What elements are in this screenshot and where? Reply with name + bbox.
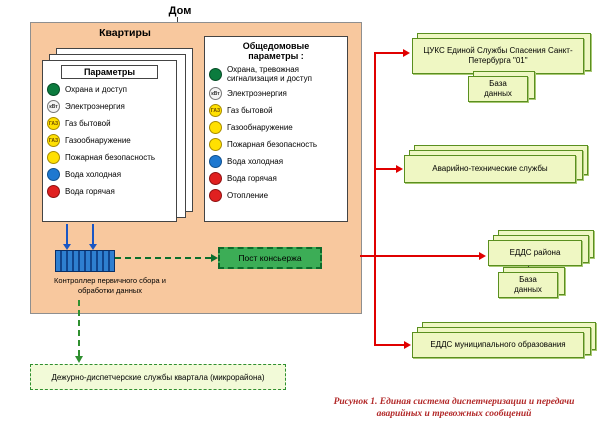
arrow-right-icon (479, 252, 486, 260)
red-feed-line (375, 52, 404, 54)
red-feed-line (375, 344, 405, 346)
param-label: Охрана, тревожная сигнализация и доступ (227, 65, 313, 84)
cold-water-icon (47, 168, 60, 181)
common-panel: Общедомовые параметры : Охрана, тревожна… (204, 36, 348, 222)
house-label: Дом (168, 5, 192, 17)
figure-caption-text: Единая система диспетчеризации и передач… (376, 397, 575, 420)
duty-services-box: Дежурно-диспетчерские службы квартала (м… (30, 364, 286, 390)
gas-icon: ГАЗ (47, 117, 60, 130)
data-line (66, 224, 68, 244)
concierge-box: Пост консьержа (218, 247, 322, 269)
red-trunk-line (374, 52, 376, 346)
arrow-down-icon (75, 356, 83, 363)
param-label: Вода холодная (227, 157, 284, 167)
controller-label: Контроллер первичного сбора и обработки … (54, 276, 166, 295)
param-row: Пожарная безопасность (47, 151, 172, 164)
concierge-link-line (115, 257, 211, 259)
param-label: Газ бытовой (65, 118, 111, 128)
param-row: Вода горячая (209, 172, 343, 186)
hot-water-icon (209, 172, 222, 186)
arrow-right-icon (211, 254, 218, 262)
house-label-connector-line (177, 17, 178, 22)
param-label: Пожарная безопасность (65, 152, 156, 162)
param-row: кВт Электроэнергия (209, 87, 343, 101)
security-icon (209, 67, 222, 81)
edds-district-db-box: База данных (498, 272, 558, 298)
apartments-title: Квартиры (99, 27, 151, 39)
param-row: Газообнаружение (209, 121, 343, 135)
param-label: Пожарная безопасность (227, 140, 318, 150)
param-label: Электроэнергия (227, 89, 287, 99)
cuks-box: ЦУКС Единой Службы Спасения Санкт-Петерб… (412, 38, 584, 74)
param-row: ГАЗ Газ бытовой (209, 104, 343, 118)
param-row: Вода горячая (47, 185, 172, 198)
param-row: ГАЗ Газообнаружение (47, 134, 172, 147)
arrow-right-icon (396, 165, 403, 173)
params-title: Параметры (61, 65, 158, 79)
param-label: Отопление (227, 191, 269, 201)
param-row: Пожарная безопасность (209, 138, 343, 152)
heating-icon (209, 189, 222, 203)
cuks-db-box: База данных (468, 76, 528, 102)
fire-safety-icon (47, 151, 60, 164)
data-line (92, 224, 94, 244)
arrow-down-icon (63, 244, 71, 250)
param-row: Вода холодная (209, 155, 343, 169)
figure-caption-prefix: Рисунок 1. (333, 397, 378, 407)
param-label: Газообнаружение (227, 123, 293, 133)
param-row: ГАЗ Газ бытовой (47, 117, 172, 130)
param-row: Охрана, тревожная сигнализация и доступ (209, 65, 343, 83)
fire-safety-icon (209, 138, 222, 152)
cold-water-icon (209, 155, 222, 169)
controller-block (55, 250, 115, 272)
param-label: Газообнаружение (65, 135, 131, 145)
param-label: Охрана и доступ (65, 84, 128, 94)
security-icon (47, 83, 60, 96)
edds-district-box: ЕДДС района (488, 240, 582, 266)
param-row: Отопление (209, 189, 343, 203)
common-title: Общедомовые параметры : (242, 41, 310, 61)
emergency-services-box: Аварийно-технические службы (404, 155, 576, 183)
red-feed-line (375, 168, 397, 170)
electricity-icon: кВт (47, 100, 60, 113)
param-label: Вода горячая (65, 186, 115, 196)
param-row: Вода холодная (47, 168, 172, 181)
gas-detection-icon (209, 121, 222, 135)
figure-caption: Рисунок 1. Единая система диспетчеризаци… (318, 396, 590, 421)
arrow-down-icon (89, 244, 97, 250)
red-feed-line (360, 255, 480, 257)
arrow-right-icon (404, 341, 411, 349)
edds-municipal-box: ЕДДС муниципального образования (412, 332, 584, 358)
electricity-icon: кВт (209, 87, 222, 101)
db-label: База данных (484, 79, 512, 98)
gas-detection-icon: ГАЗ (47, 134, 60, 147)
duty-link-line (78, 300, 80, 356)
param-label: Вода горячая (227, 174, 277, 184)
param-label: Газ бытовой (227, 106, 273, 116)
param-row: Охрана и доступ (47, 83, 172, 96)
arrow-right-icon (403, 49, 410, 57)
apartments-panel: Параметры Охрана и доступ кВт Электроэне… (42, 60, 177, 222)
param-row: кВт Электроэнергия (47, 100, 172, 113)
param-label: Вода холодная (65, 169, 122, 179)
gas-icon: ГАЗ (209, 104, 222, 118)
param-label: Электроэнергия (65, 101, 125, 111)
hot-water-icon (47, 185, 60, 198)
db-label: База данных (514, 275, 542, 294)
